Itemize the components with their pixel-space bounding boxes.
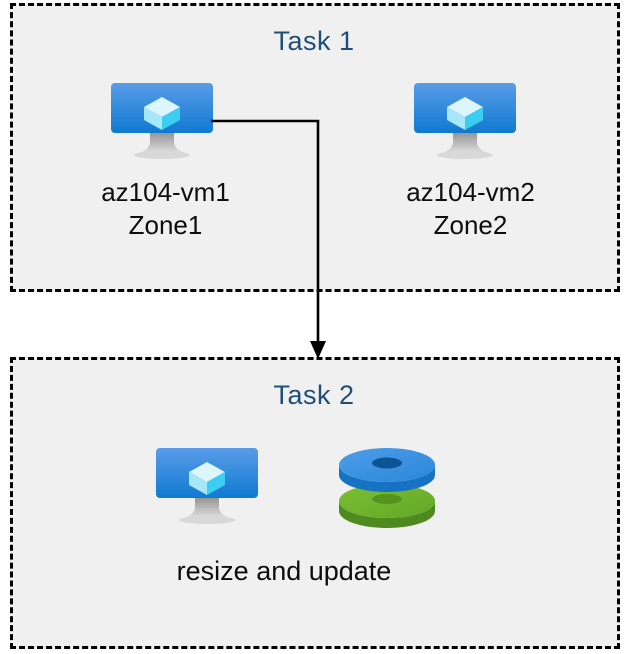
azure-virtual-machine-icon xyxy=(413,82,517,164)
azure-virtual-machine-icon xyxy=(110,82,214,164)
disk-green xyxy=(339,484,435,528)
azure-virtual-machine-icon xyxy=(155,447,259,529)
azure-disks-icon xyxy=(335,443,439,529)
task-2-caption: resize and update xyxy=(176,556,392,586)
vm1-label: az104-vm1 Zone1 xyxy=(101,177,230,241)
disk-blue xyxy=(339,448,435,492)
task-2-container xyxy=(10,357,620,649)
task-2-title: Task 2 xyxy=(273,380,355,410)
vm2-label: az104-vm2 Zone2 xyxy=(406,177,535,241)
task-1-title: Task 1 xyxy=(273,26,355,56)
